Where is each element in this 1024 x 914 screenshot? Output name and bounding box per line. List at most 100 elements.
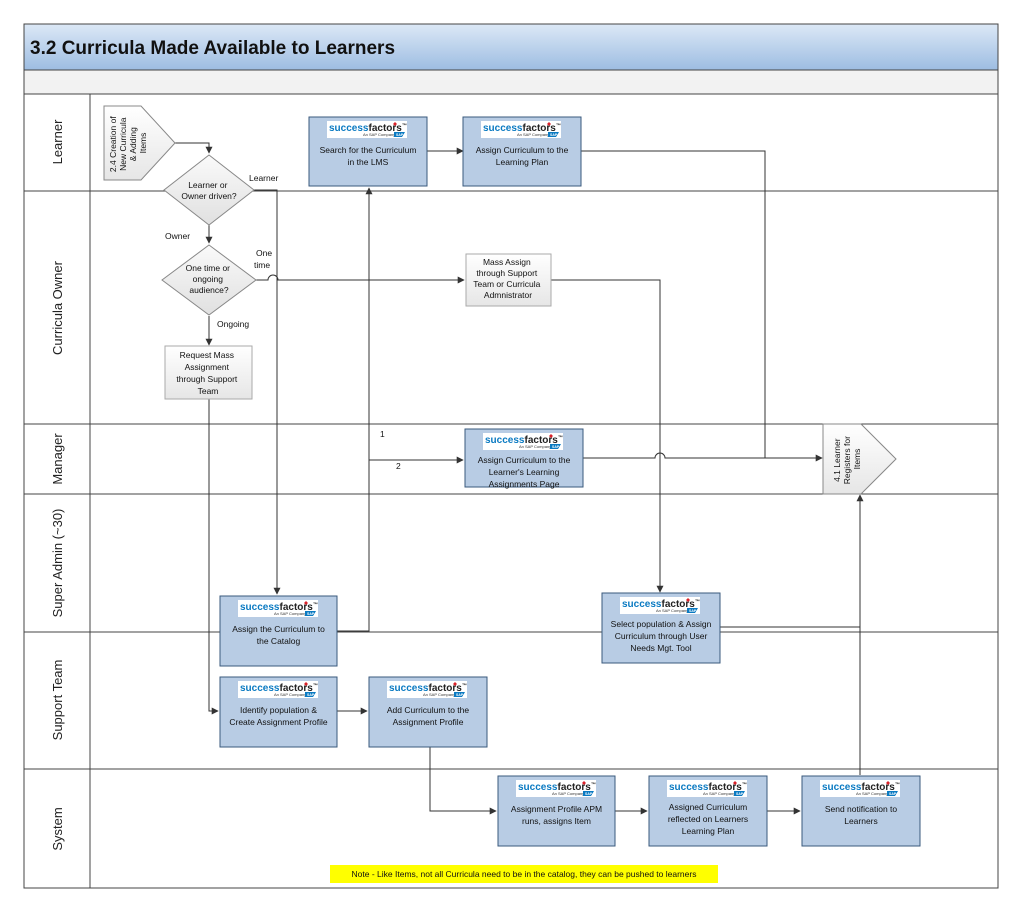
logo-background <box>620 597 700 614</box>
logo-heart-icon <box>886 781 890 785</box>
sap-badge-icon <box>454 692 465 697</box>
edge-label-one-time-2: time <box>254 260 270 270</box>
logo-background <box>387 681 467 698</box>
sap-badge-icon <box>305 611 316 616</box>
sap-badge-icon <box>583 791 594 796</box>
logo-wordmark: successfactors™ <box>240 683 318 694</box>
logo-background <box>483 433 563 450</box>
sap-badge-icon <box>687 608 698 613</box>
sap-badge-icon <box>734 791 745 796</box>
process-box-label: Request Mass Assignment through Support … <box>176 350 239 396</box>
decision-shape <box>161 244 257 316</box>
sap-badge-icon <box>550 444 561 449</box>
decision-label: One time or ongoing audience? <box>186 263 233 295</box>
logo-background <box>238 600 318 617</box>
sap-badge-icon <box>305 692 316 697</box>
edge-plan-to-end <box>581 150 823 462</box>
logo-wordmark: successfactors™ <box>483 123 561 134</box>
logo-background <box>516 780 596 797</box>
end-connector-shape <box>822 423 897 495</box>
edge-label-learner: Learner <box>249 173 278 183</box>
logo-wordmark: successfactors™ <box>822 782 900 793</box>
note-highlight <box>330 865 718 883</box>
logo-heart-icon <box>733 781 737 785</box>
logo-heart-icon <box>582 781 586 785</box>
logo-wordmark: successfactors™ <box>622 599 700 610</box>
end-connector-label: 4.1 Learner Registers for Items <box>832 434 862 485</box>
edge-label-ongoing: Ongoing <box>217 319 249 329</box>
logo-wordmark: successfactors™ <box>669 782 747 793</box>
sap-badge-text: SAP <box>889 792 897 796</box>
logo-sap-line: An SAP Company <box>519 444 551 449</box>
lane-label-learner: Learner <box>50 119 65 164</box>
sap-badge-icon <box>548 132 559 137</box>
logo-sap-line: An SAP Company <box>423 692 455 697</box>
decision-shape <box>163 154 255 226</box>
logo-background <box>481 121 561 138</box>
connectors <box>175 142 864 815</box>
logo-background <box>820 780 900 797</box>
decision-learner-or-owner: Learner or Owner driven? <box>163 154 255 226</box>
logo-sap-line: An SAP Company <box>274 692 306 697</box>
mass-assign-box: Mass Assign through Support Team or Curr… <box>465 253 552 307</box>
lane-label-super-admin: Super Admin (~30) <box>50 509 65 618</box>
process-box-label: Identify population &Create Assignment P… <box>229 705 328 727</box>
logo-heart-icon <box>304 601 308 605</box>
decision-one-time-or-ongoing: One time or ongoing audience? <box>161 244 257 316</box>
logo-heart-icon <box>686 598 690 602</box>
logo-heart-icon <box>453 682 457 686</box>
start-connector-shape <box>103 105 176 181</box>
edge-label-owner: Owner <box>165 231 190 241</box>
logo-sap-line: An SAP Company <box>703 791 735 796</box>
logo-sap-line: An SAP Company <box>656 608 688 613</box>
edge-catalog-to-search <box>337 187 373 632</box>
start-connector-label: 2.4 Creation of New Curricula & Adding I… <box>108 114 148 172</box>
lane-label-support-team: Support Team <box>50 660 65 741</box>
lane-label-system: System <box>50 807 65 850</box>
edge-label-one-time-1: One <box>256 248 272 258</box>
logo-sap-line: An SAP Company <box>517 132 549 137</box>
edge-request-to-identify <box>208 399 219 715</box>
sap-badge-text: SAP <box>307 612 315 616</box>
logo-heart-icon <box>547 122 551 126</box>
sap-badge-text: SAP <box>585 792 593 796</box>
sap-badge-text: SAP <box>689 609 697 613</box>
logo-heart-icon <box>393 122 397 126</box>
logo-background <box>238 681 318 698</box>
logo-sap-line: An SAP Company <box>552 791 584 796</box>
lane-label-manager: Manager <box>50 433 65 485</box>
logo-background <box>667 780 747 797</box>
logo-heart-icon <box>549 434 553 438</box>
logo-sap-line: An SAP Company <box>856 791 888 796</box>
logo-wordmark: successfactors™ <box>329 123 407 134</box>
edge-massassign-to-select <box>551 279 664 593</box>
sap-badge-text: SAP <box>552 445 560 449</box>
end-connector: 4.1 Learner Registers for Items <box>822 423 897 495</box>
sap-badge-text: SAP <box>456 693 464 697</box>
footer-note: Note - Like Items, not all Curricula nee… <box>330 865 718 883</box>
edge-label-2: 2 <box>396 461 401 471</box>
edge-add-to-apm <box>429 747 497 815</box>
